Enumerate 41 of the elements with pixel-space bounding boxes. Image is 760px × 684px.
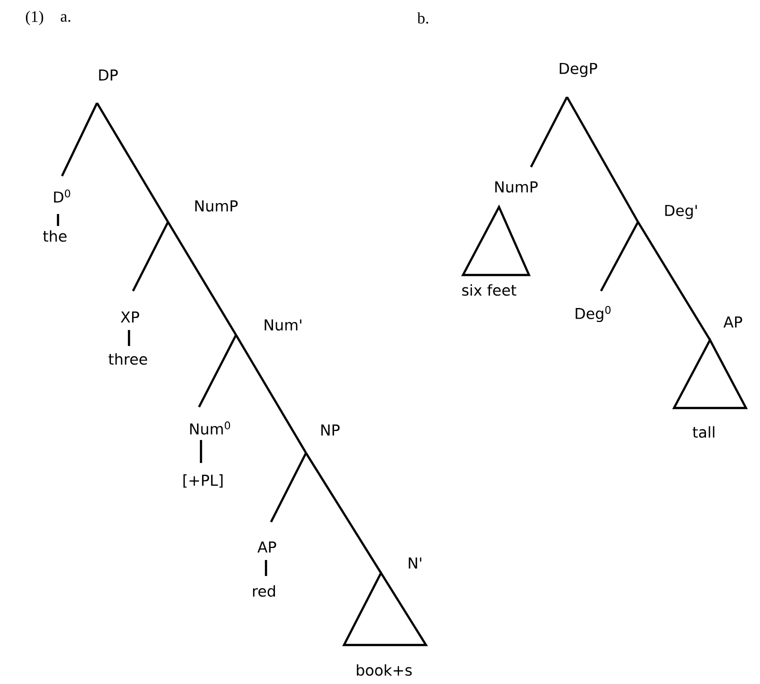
node-label: Num$^{0}$ [190, 421, 230, 435]
node-label: AP [257, 542, 276, 552]
bar-line [264, 560, 268, 576]
node-label: three [108, 353, 148, 365]
node-label: Num' [264, 319, 302, 331]
example-label: a. [60, 14, 70, 22]
node-label: D$^{0}$ [54, 189, 70, 202]
branch-line [305, 452, 382, 574]
node-label: red [253, 585, 275, 597]
example-label: b. [417, 12, 428, 24]
node-label: DP [99, 70, 118, 80]
node-label: the [43, 230, 66, 242]
node-label: Deg' [665, 204, 697, 220]
branch-line [566, 96, 639, 223]
bar-line [128, 330, 130, 346]
node-label: NumP [495, 181, 538, 193]
node-label: AP [723, 316, 742, 328]
node-label: [+PL] [183, 474, 223, 488]
node-label: Deg$^{0}$ [576, 306, 611, 322]
node-label: NP [321, 424, 340, 436]
branch-line [198, 334, 237, 408]
bar-line [56, 214, 60, 226]
node-label: NumP [195, 200, 238, 212]
triangle-node: NumP six feet [461, 181, 538, 296]
example-label: (1) [26, 10, 44, 26]
node-label: N' [408, 558, 422, 568]
branch-line [600, 221, 639, 292]
node-label: six feet [462, 284, 516, 296]
branch-line [270, 452, 307, 522]
branch-line [235, 334, 307, 454]
branch-line [637, 221, 711, 341]
branch-line [61, 102, 98, 176]
branch-line [167, 221, 237, 336]
node-label: book+s [356, 664, 412, 676]
bar-line [200, 440, 202, 463]
node-label: DegP [560, 62, 598, 78]
node-label: XP [120, 312, 140, 322]
node-label: tall [692, 426, 714, 438]
branch-line [132, 222, 169, 292]
branch-line [96, 102, 169, 223]
branch-line [530, 96, 568, 168]
